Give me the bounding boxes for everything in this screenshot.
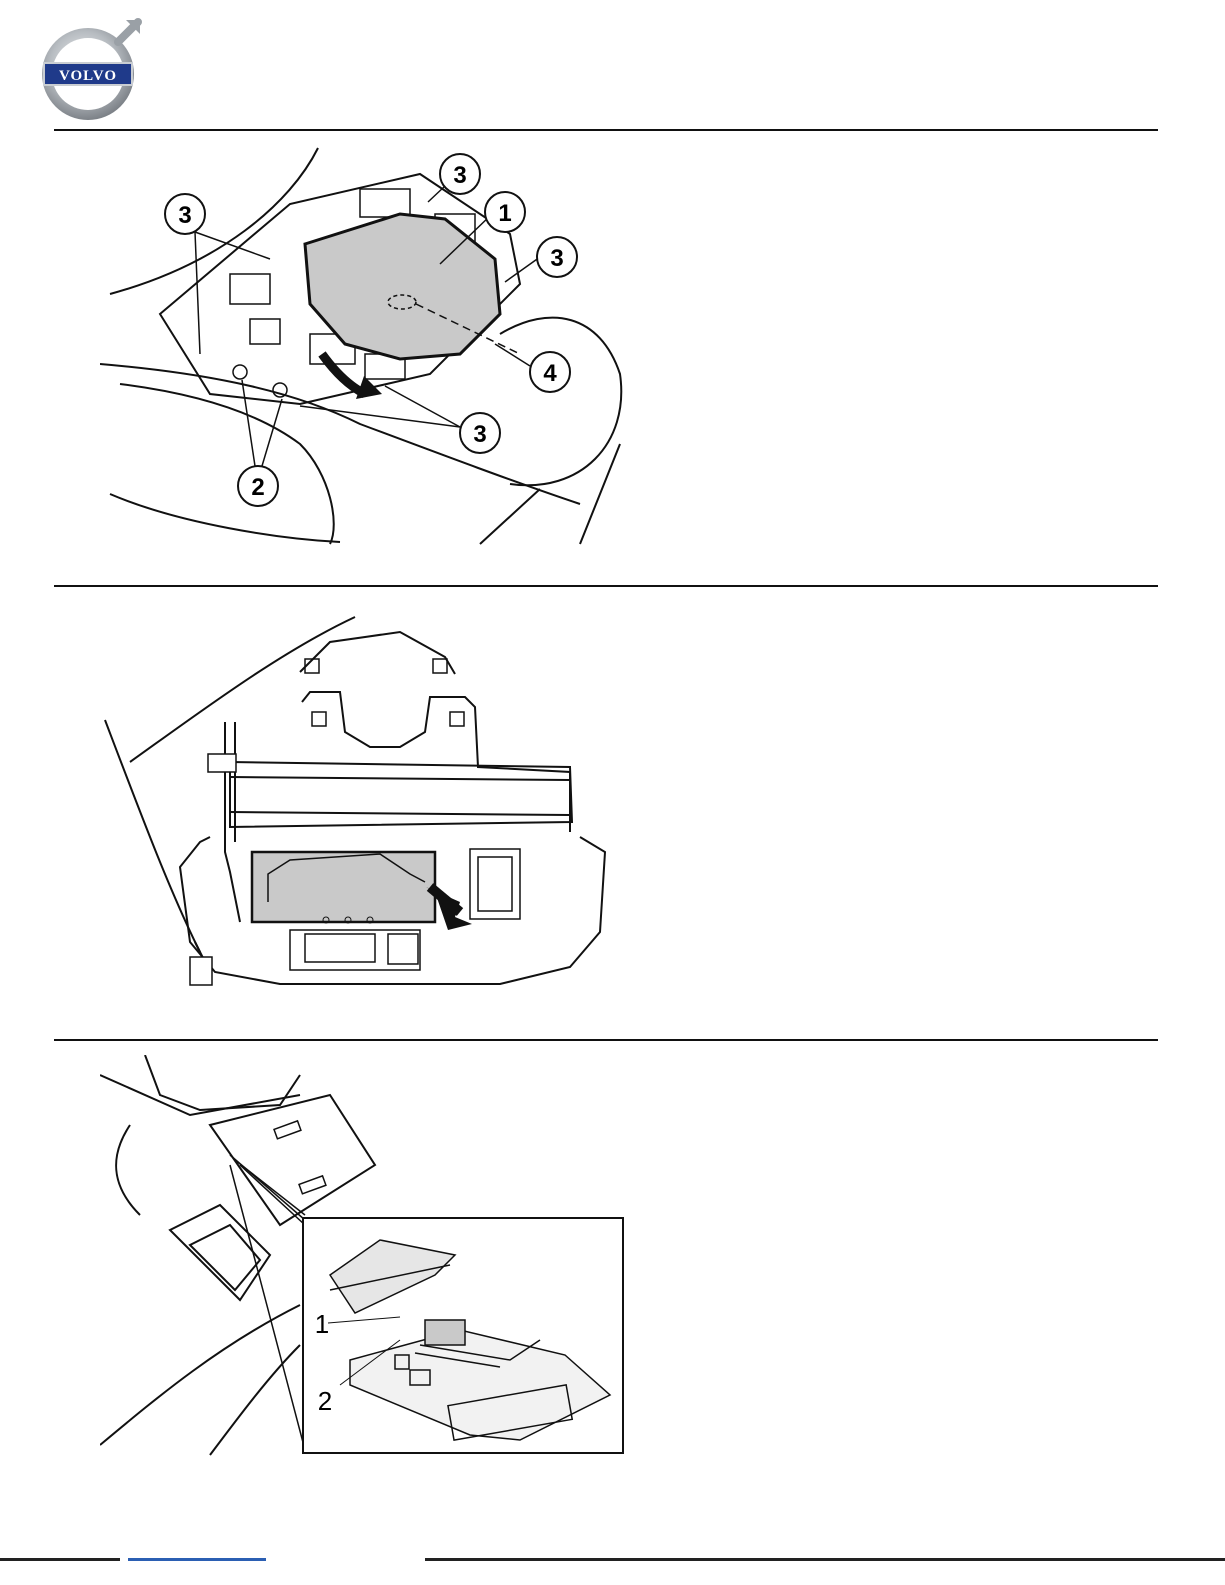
callout-label: 3 [453, 162, 466, 189]
section-divider [54, 585, 1158, 587]
footer-rule [0, 1558, 120, 1561]
callout-label: 3 [178, 202, 191, 229]
figure-2-console-module [100, 612, 620, 997]
logo-wordmark: VOLVO [59, 68, 117, 84]
inset-callout-label: 2 [318, 1386, 332, 1416]
volvo-logo: VOLVO [34, 16, 144, 126]
section-divider [54, 1039, 1158, 1041]
callout-label: 3 [550, 245, 563, 272]
inset-callout-label: 1 [315, 1309, 329, 1339]
footer-rule [425, 1558, 1225, 1561]
figure-3-installation-view: 1 2 [100, 1055, 630, 1460]
callout-label: 2 [251, 474, 264, 501]
section-divider [54, 129, 1158, 131]
callout-label: 3 [473, 421, 486, 448]
figure-1-roof-console-cover: 3 3 1 3 4 3 2 [100, 144, 640, 549]
callout-label: 1 [498, 200, 511, 227]
footer-link-underline[interactable] [128, 1558, 266, 1561]
callout-label: 4 [543, 360, 557, 387]
